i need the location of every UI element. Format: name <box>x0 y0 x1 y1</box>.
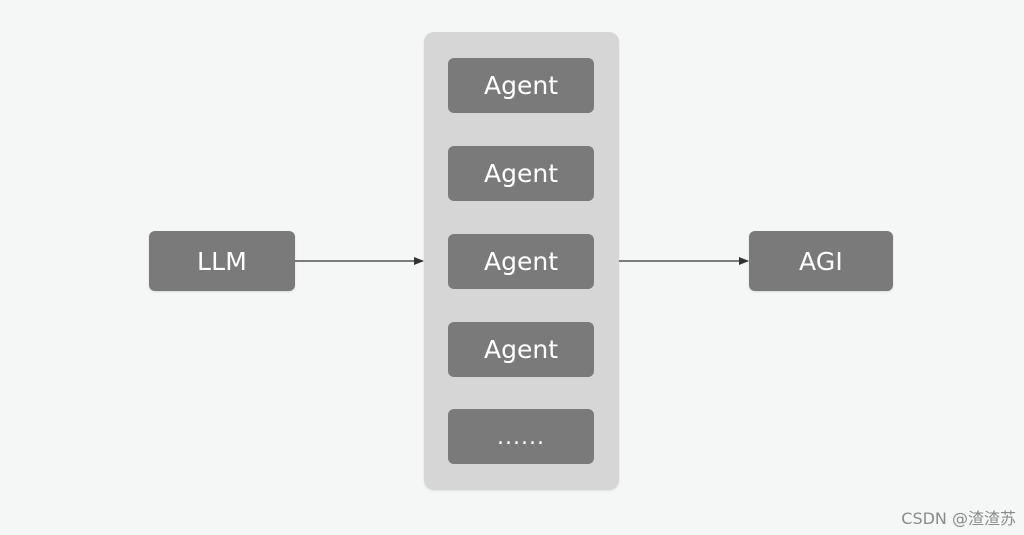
agent-box-more: ...... <box>448 409 594 464</box>
node-llm-label: LLM <box>196 246 248 276</box>
agent-box-2: Agent <box>448 146 594 201</box>
agent-box-3: Agent <box>448 234 594 289</box>
agent-label: Agent <box>484 71 558 100</box>
node-agi: AGI <box>749 231 893 291</box>
agent-label: Agent <box>484 247 558 276</box>
watermark: CSDN @渣渣苏 <box>901 509 1016 528</box>
node-llm: LLM <box>149 231 295 291</box>
agent-more-label: ...... <box>497 425 545 450</box>
agent-label: Agent <box>484 335 558 364</box>
agent-label: Agent <box>484 159 558 188</box>
node-agi-label: AGI <box>798 246 843 276</box>
agent-group: Agent Agent Agent Agent ...... <box>424 32 619 490</box>
agent-box-4: Agent <box>448 322 594 377</box>
agent-box-1: Agent <box>448 58 594 113</box>
